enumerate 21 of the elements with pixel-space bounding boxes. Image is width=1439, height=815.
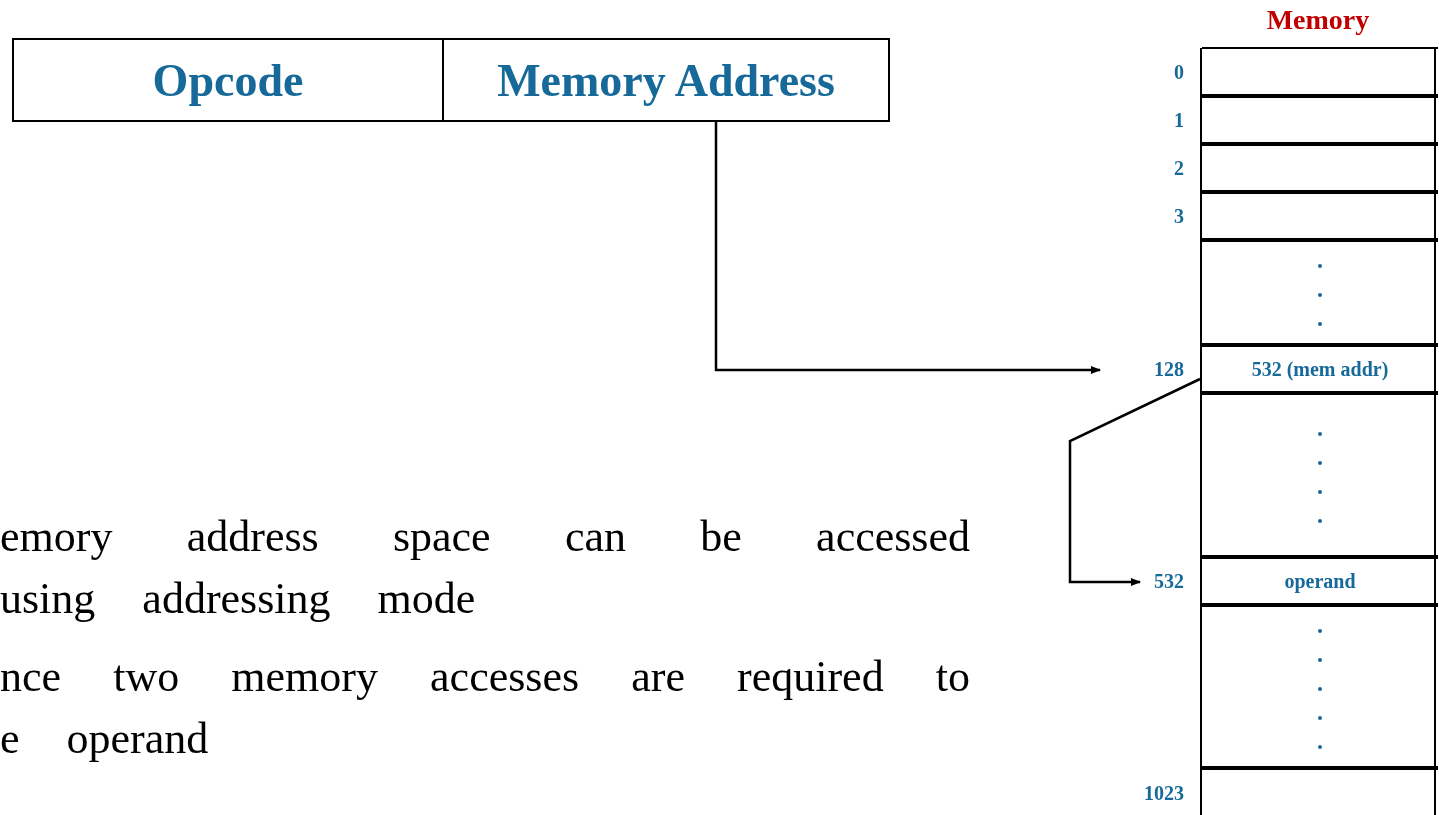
- arrow: [1068, 377, 1201, 586]
- cell-content: 532 (mem addr): [1251, 357, 1389, 381]
- address-label: 128: [1154, 357, 1184, 381]
- memory-heading: Memory: [1265, 4, 1371, 36]
- memory-cell: [1202, 240, 1438, 345]
- cell-content: operand: [1284, 569, 1356, 593]
- memory-cell: [1202, 605, 1438, 768]
- note-paragraph: emory address space can be accessed using addressing mode: [0, 511, 970, 625]
- address-label: 0: [1174, 60, 1184, 83]
- memory-cell: [1202, 393, 1438, 557]
- field-name: Memory Address: [497, 53, 835, 107]
- instruction-field: [442, 38, 890, 122]
- address-label: 1023: [1144, 781, 1184, 805]
- instruction-field: [12, 38, 444, 122]
- note-paragraph: nce two memory accesses are required to e operand: [0, 651, 970, 765]
- address-label: 1: [1174, 108, 1184, 132]
- field-name: Opcode: [152, 53, 304, 107]
- arrow: [714, 122, 1101, 374]
- address-label: 532: [1154, 569, 1184, 593]
- address-label: 3: [1174, 204, 1184, 228]
- address-label: 2: [1174, 156, 1184, 180]
